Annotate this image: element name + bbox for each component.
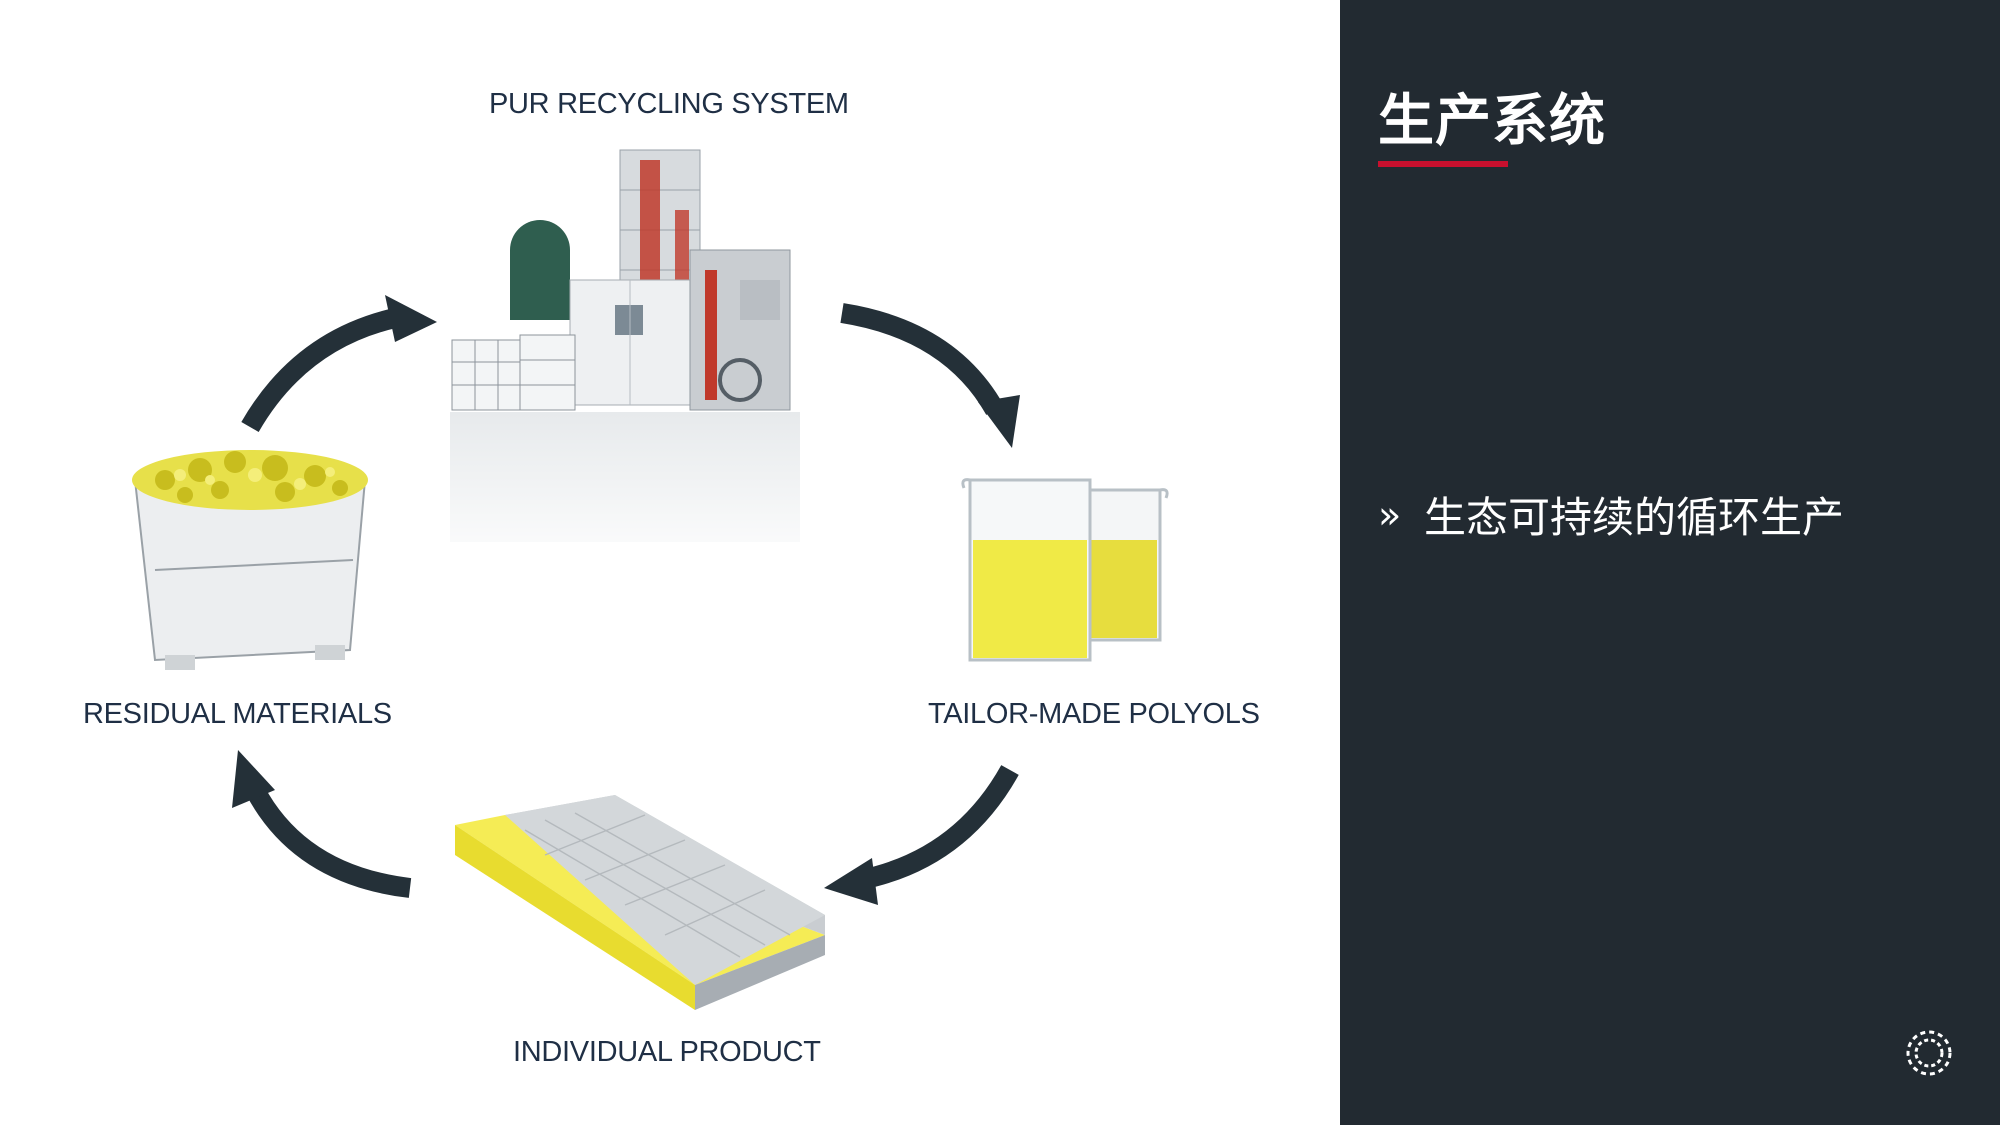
title-underline — [1378, 161, 1508, 167]
info-panel — [1340, 0, 2000, 1125]
pur-recycling-plant-image — [440, 149, 830, 580]
arrowhead-top-left — [385, 295, 437, 342]
dotted-ring-logo-icon — [1906, 1030, 1952, 1076]
arrow-product-to-residual — [246, 785, 412, 898]
cycle-arrows — [232, 295, 1020, 905]
polyol-beakers-image — [961, 478, 1169, 662]
page-title: 生产系统 — [1378, 89, 1606, 154]
arrowhead-top-right — [978, 395, 1020, 448]
arrow-system-to-polyols — [840, 303, 1004, 416]
arrowhead-bottom-left — [232, 750, 275, 808]
label-residual-materials: RESIDUAL MATERIALS — [83, 698, 392, 730]
label-tailor-made-polyols: TAILOR-MADE POLYOLS — [928, 698, 1260, 730]
label-individual-product: INDIVIDUAL PRODUCT — [513, 1036, 821, 1068]
residual-bin-image — [132, 450, 368, 670]
arrow-residual-to-system — [241, 308, 398, 433]
arrow-polyols-to-product — [857, 765, 1019, 890]
label-pur-recycling-system: PUR RECYCLING SYSTEM — [489, 88, 849, 120]
bullet-marker: » — [1378, 492, 1402, 537]
arrowhead-bottom-right — [824, 858, 878, 905]
cycle-diagram: PUR RECYCLING SYSTEM TAILOR-MADE POLYOLS… — [83, 88, 1260, 1068]
bullet-text: 生态可持续的循环生产 — [1424, 493, 1845, 542]
mattress-image — [455, 795, 825, 1010]
bullet-item: » 生态可持续的循环生产 — [1378, 484, 1844, 545]
